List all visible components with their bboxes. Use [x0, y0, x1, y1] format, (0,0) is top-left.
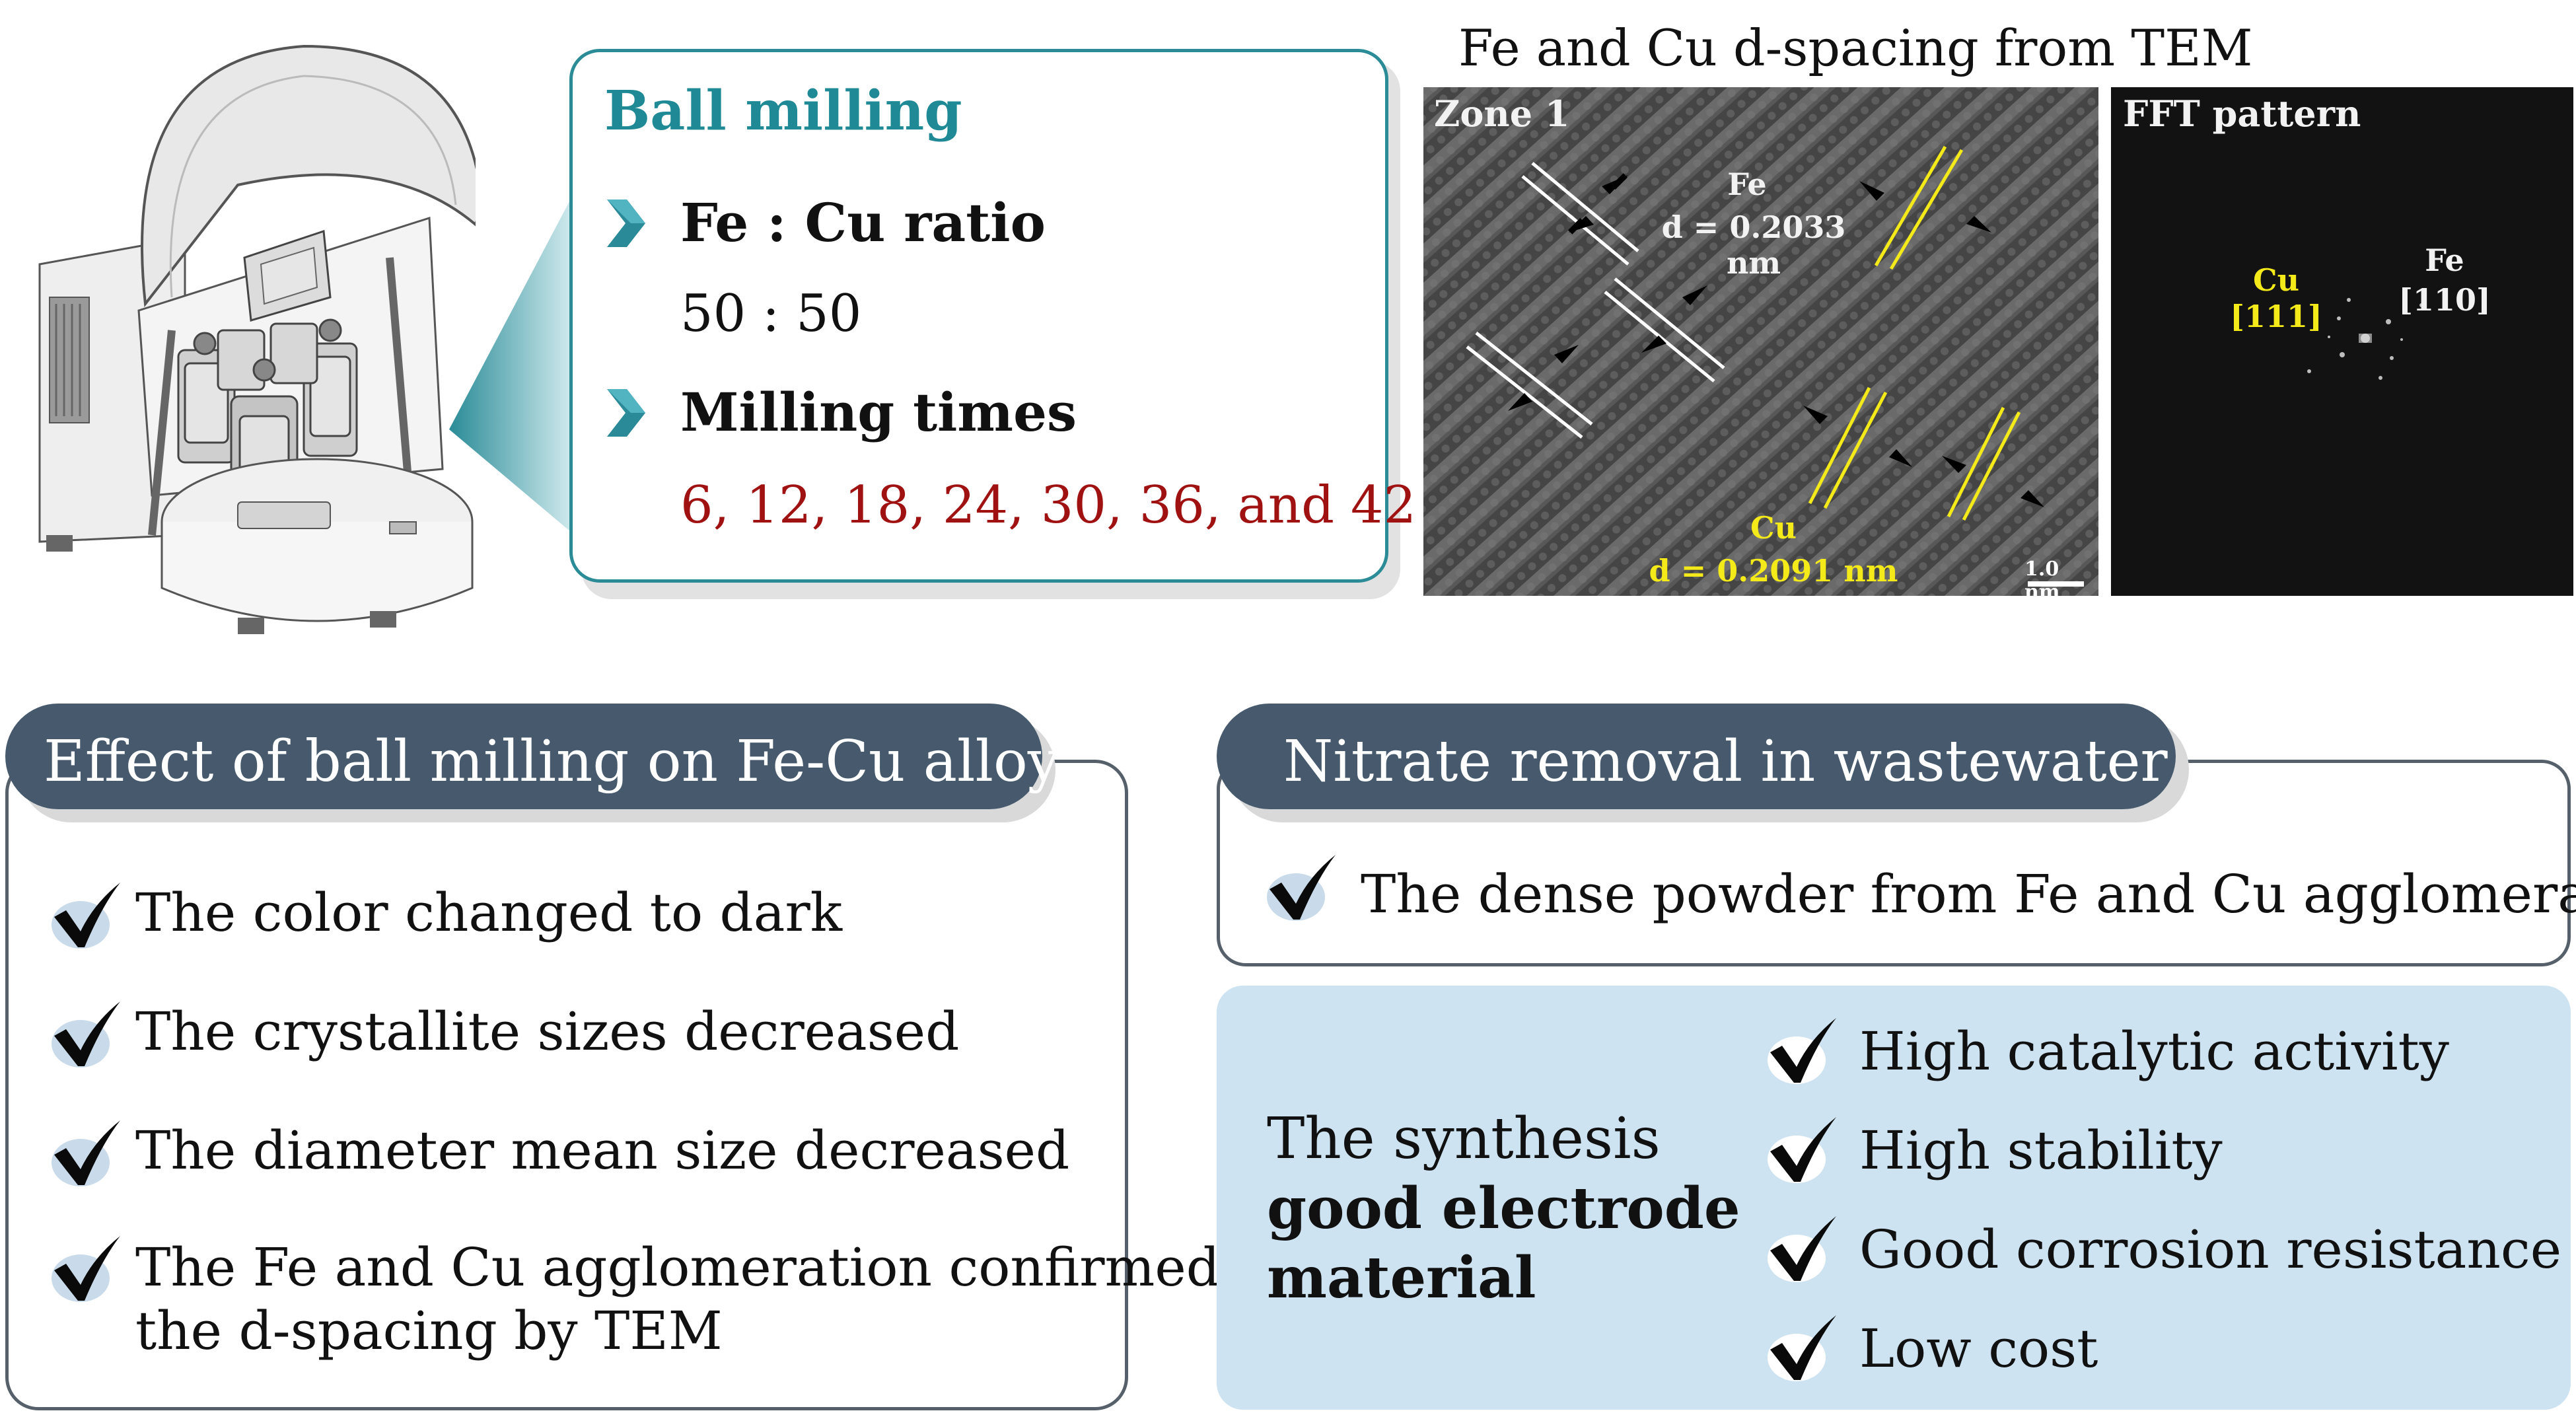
ball-mill-machine-illustration — [38, 44, 476, 634]
effect-box — [5, 760, 1128, 1410]
effect-item-line2: the d-spacing by TEM — [135, 1300, 723, 1361]
chevron-right-icon — [604, 386, 648, 439]
cu-d-spacing: d = 0.2091 nm — [1649, 553, 1898, 589]
fft-spots — [2307, 298, 2423, 380]
synthesis-prop: High stability — [1859, 1120, 2223, 1181]
effect-item: The crystallite sizes decreased — [135, 1001, 960, 1062]
synthesis-line2: good electrode — [1267, 1175, 1740, 1242]
ball-milling-callout — [569, 49, 1388, 583]
scale-bar-label: 1.0 nm — [2024, 558, 2060, 596]
lattice-fringes — [1423, 87, 2098, 596]
check-icon — [1762, 1212, 1842, 1285]
ratio-value: 50 : 50 — [680, 284, 862, 344]
effect-header: Effect of ball milling on Fe-Cu alloy — [44, 729, 1060, 795]
callout-pointer — [449, 192, 575, 535]
synthesis-prop: High catalytic activity — [1859, 1021, 2449, 1082]
synthesis-box — [1217, 986, 2571, 1410]
fe-label: Fe — [1727, 166, 1767, 202]
milling-times-value: 6, 12, 18, 24, 30, 36, and 42 h — [680, 476, 1466, 535]
effect-item: The color changed to dark — [135, 882, 843, 943]
check-icon — [1762, 1113, 1842, 1186]
synthesis-line1: The synthesis — [1267, 1106, 1661, 1172]
check-icon — [46, 1232, 125, 1305]
fft-fe-index: [110] — [2398, 282, 2491, 318]
check-icon — [46, 997, 125, 1070]
synthesis-prop: Low cost — [1859, 1318, 2098, 1379]
tem-title: Fe and Cu d-spacing from TEM — [1458, 18, 2253, 77]
effect-item: The diameter mean size decreased — [135, 1120, 1070, 1181]
check-icon — [1762, 1014, 1842, 1087]
ratio-label: Fe : Cu ratio — [680, 192, 1046, 254]
callout-title: Ball milling — [604, 79, 962, 143]
effect-header-tab — [5, 704, 1042, 809]
fe-d-spacing: d = 0.2033 nm — [1661, 209, 1846, 281]
cu-label: Cu — [1750, 510, 1797, 546]
fft-fe-label: Fe — [2425, 242, 2464, 278]
milling-times-label: Milling times — [680, 381, 1077, 443]
synthesis-line3: material — [1267, 1245, 1536, 1311]
check-icon — [46, 879, 125, 951]
synthesis-prop: Good corrosion resistance — [1859, 1219, 2562, 1280]
tem-image: Zone 1 Fe d = 0.2033 nm Cu d = 0.2091 nm… — [1423, 87, 2098, 596]
nitrate-header: Nitrate removal in wastewater — [1283, 729, 2168, 795]
effect-item-line1: The Fe and Cu agglomeration confirmed — [135, 1237, 1220, 1298]
fft-cu-label: Cu — [2252, 262, 2300, 298]
fft-cu-index: [111] — [2230, 299, 2322, 334]
chevron-right-icon — [604, 197, 648, 250]
fft-label: FFT pattern — [2123, 92, 2361, 135]
check-icon — [46, 1116, 125, 1189]
check-icon — [1262, 851, 1341, 924]
zone-label: Zone 1 — [1434, 92, 1570, 135]
fft-pattern-image: FFT pattern Cu [111] Fe [110] — [2111, 87, 2573, 596]
check-icon — [1762, 1311, 1842, 1384]
nitrate-item: The dense powder from Fe and Cu agglomer… — [1361, 863, 2576, 925]
nitrate-header-tab — [1217, 704, 2176, 809]
